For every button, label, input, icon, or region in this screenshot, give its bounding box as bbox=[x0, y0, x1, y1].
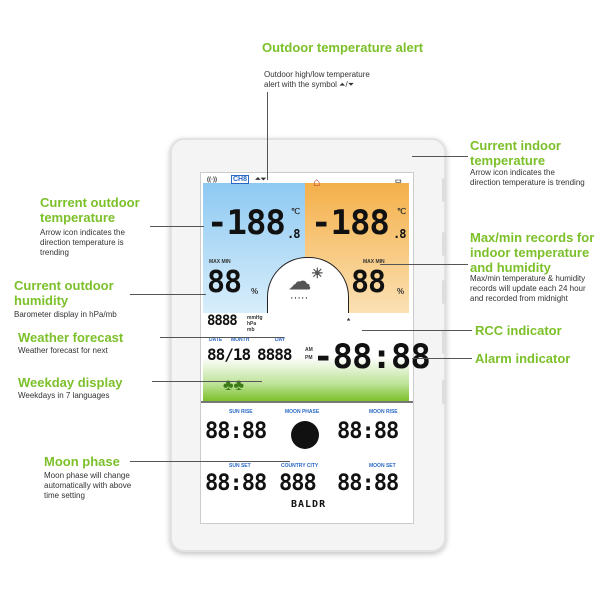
outdoor-alert-title: Outdoor temperature alert bbox=[262, 40, 424, 55]
side-button[interactable] bbox=[442, 330, 446, 354]
day-label: DAY bbox=[275, 337, 286, 343]
lcd-screen: ((·)) CH8 ⏶⏷ -188 .8 ℃ ⌂ ▭ -188 .8 ℃ MAX… bbox=[200, 172, 431, 524]
scene-panel bbox=[203, 313, 409, 401]
barometer-units: mmHg hPa mb bbox=[247, 315, 263, 333]
outdoor-humidity: 88 bbox=[207, 265, 242, 300]
moonrise-time: 88:88 bbox=[337, 419, 399, 444]
barometer-value: 8888 bbox=[207, 313, 238, 329]
moonrise-label: MOON RISE bbox=[369, 409, 398, 415]
alert-icon: ⏶⏷ bbox=[255, 176, 267, 183]
outdoor-humidity-unit: % bbox=[251, 287, 259, 296]
month-label: MONTH bbox=[231, 337, 250, 343]
tree-icon: ♣♣ bbox=[223, 377, 244, 394]
sun-icon: ☀ bbox=[311, 265, 324, 281]
weather-forecast-desc: Weather forecast for next bbox=[18, 346, 108, 355]
pm-indicator: PM bbox=[305, 355, 313, 361]
rcc-icon: * bbox=[347, 317, 351, 326]
weekday-title: Weekday display bbox=[18, 375, 123, 390]
leader-line bbox=[412, 358, 472, 359]
indoor-temperature-decimal: .8 bbox=[393, 227, 406, 241]
weekday-desc: Weekdays in 7 languages bbox=[18, 391, 110, 400]
maxmin-desc: Max/min temperature & humidity records w… bbox=[470, 274, 586, 303]
sunset-label: SUN SET bbox=[229, 463, 251, 469]
date-label: DATE bbox=[209, 337, 223, 343]
leader-line bbox=[380, 264, 468, 265]
outdoor-temp-desc: Arrow icon indicates the direction tempe… bbox=[40, 228, 125, 257]
sunrise-time: 88:88 bbox=[205, 419, 267, 444]
moonset-time: 88:88 bbox=[337, 471, 399, 496]
side-button[interactable] bbox=[442, 380, 446, 404]
outdoor-humidity-desc: Barometer display in hPa/mb bbox=[14, 310, 117, 319]
indoor-temperature: -188 bbox=[311, 203, 390, 243]
indoor-unit: ℃ bbox=[397, 207, 406, 216]
signal-icon: ((·)) bbox=[207, 177, 217, 183]
indoor-humidity: 88 bbox=[351, 265, 386, 300]
moon-phase-label: MOON PHASE bbox=[285, 409, 320, 415]
alarm-title: Alarm indicator bbox=[475, 351, 571, 366]
outdoor-temperature: -188 bbox=[207, 203, 286, 243]
leader-line bbox=[130, 461, 290, 462]
side-button[interactable] bbox=[442, 280, 446, 304]
clock-display: -88:88 bbox=[313, 337, 431, 377]
outdoor-temp-title: Current outdoor temperature bbox=[40, 195, 140, 225]
leader-line bbox=[150, 226, 204, 227]
battery-icon: ▭ bbox=[395, 178, 402, 185]
leader-line bbox=[130, 294, 206, 295]
moonset-label: MOON SET bbox=[369, 463, 396, 469]
leader-line bbox=[362, 330, 472, 331]
moon-phase-desc: Moon phase will change automatically wit… bbox=[44, 471, 132, 500]
house-icon: ⌂ bbox=[313, 175, 321, 189]
divider bbox=[201, 401, 413, 403]
am-indicator: AM bbox=[305, 347, 313, 353]
outdoor-alert-desc: Outdoor high/low temperature alert with … bbox=[264, 70, 370, 89]
brand-logo: BALDR bbox=[291, 499, 327, 510]
leader-line bbox=[160, 337, 284, 338]
leader-line bbox=[412, 156, 468, 157]
date-display: 88/18 bbox=[207, 345, 251, 364]
sunset-time: 88:88 bbox=[205, 471, 267, 496]
cloud-sun-icon: ☁ bbox=[289, 269, 311, 294]
indoor-temp-desc: Arrow icon indicates the direction tempe… bbox=[470, 168, 585, 187]
leader-line bbox=[267, 92, 268, 180]
moon-phase-title: Moon phase bbox=[44, 454, 120, 469]
country-city-label: COUNTRY CITY bbox=[281, 463, 319, 469]
side-button[interactable] bbox=[442, 178, 446, 202]
outdoor-humidity-title: Current outdoor humidity bbox=[14, 278, 114, 308]
indoor-temp-title: Current indoor temperature bbox=[470, 138, 561, 168]
leader-line bbox=[152, 381, 262, 382]
outdoor-max-min: MAX MIN bbox=[209, 259, 231, 265]
outdoor-temperature-decimal: .8 bbox=[287, 227, 300, 241]
side-button[interactable] bbox=[442, 232, 446, 256]
city-display: 888 bbox=[279, 471, 317, 496]
rcc-title: RCC indicator bbox=[475, 323, 562, 338]
moon-phase-icon bbox=[291, 421, 319, 449]
weather-forecast-title: Weather forecast bbox=[18, 330, 124, 345]
weekday-display: 8888 bbox=[257, 345, 293, 364]
indoor-max-min: MAX MIN bbox=[363, 259, 385, 265]
maxmin-title: Max/min records for indoor temperature a… bbox=[470, 230, 595, 275]
channel-indicator: CH8 bbox=[231, 175, 250, 184]
indoor-humidity-unit: % bbox=[397, 287, 405, 296]
outdoor-unit: ℃ bbox=[291, 207, 300, 216]
sunrise-label: SUN RISE bbox=[229, 409, 253, 415]
rain-icon: ' ' ' ' ' bbox=[291, 297, 308, 304]
